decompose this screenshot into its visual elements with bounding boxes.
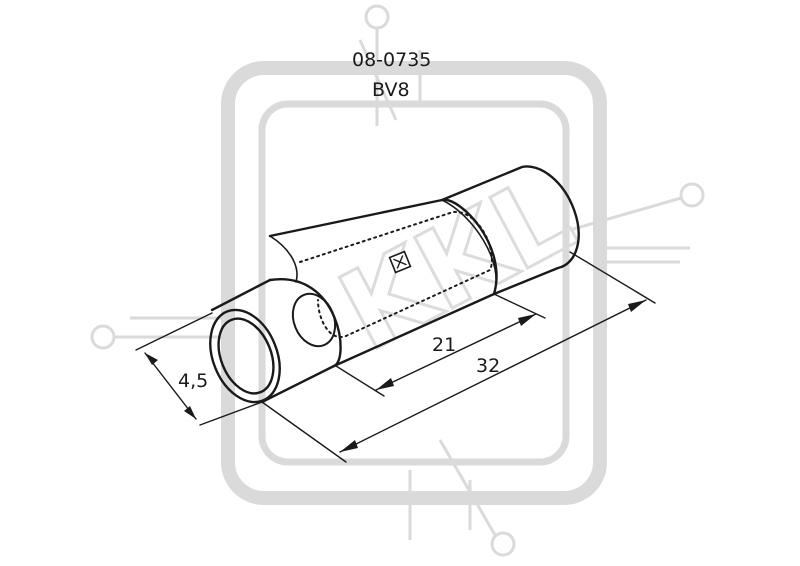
tube-join [269, 235, 298, 283]
watermark-logo: KKL [90, 4, 705, 557]
part-code-label: 08-0735 [352, 49, 431, 71]
center-tube-bottom [332, 292, 496, 368]
dimension-arrows [145, 300, 646, 452]
arrow-inner-left [376, 378, 394, 390]
near-sleeve-face [209, 308, 281, 404]
near-sleeve-top [210, 278, 272, 312]
total-length-label: 32 [476, 355, 500, 377]
arrow-total-left [340, 440, 358, 452]
dimension-lines [135, 251, 656, 463]
arrow-diameter-top [145, 353, 158, 365]
arrow-total-right [628, 300, 646, 312]
inner-length-label: 21 [432, 334, 456, 356]
model-label: BV8 [372, 79, 410, 101]
connector-body [209, 165, 580, 404]
near-sleeve-bottom [260, 364, 336, 404]
near-sleeve-outer [268, 278, 342, 368]
far-sleeve [440, 165, 580, 296]
watermark-text: KKL [320, 150, 593, 376]
center-tube-top [268, 198, 444, 238]
diameter-label: 4,5 [178, 370, 208, 392]
center-tube-end [441, 199, 497, 295]
brand-mark-icon [388, 250, 412, 274]
arrow-diameter-bottom [184, 406, 196, 419]
near-sleeve-bore [217, 317, 275, 395]
crimp-zone [299, 210, 493, 338]
inner-ring [291, 292, 337, 348]
arrow-inner-right [518, 314, 536, 326]
